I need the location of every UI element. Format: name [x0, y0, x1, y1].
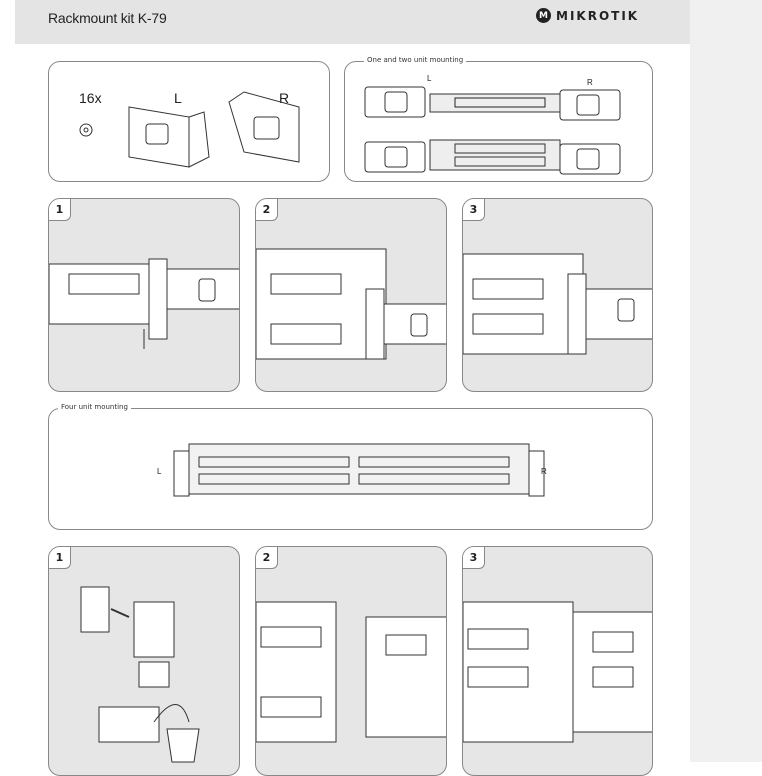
four-unit-illustration [173, 443, 545, 497]
one-two-left-label: L [427, 74, 432, 83]
one-two-right-label: R [587, 78, 593, 87]
step-number: 3 [463, 199, 485, 221]
kit-contents-panel: 16x L R [48, 61, 330, 182]
one-two-legend: One and two unit mounting [364, 56, 467, 64]
step-number: 2 [256, 547, 278, 569]
logo-mark-icon: M [536, 8, 551, 23]
page-header [15, 0, 690, 44]
step-a2-illustration [256, 248, 446, 360]
right-margin [690, 0, 762, 762]
step-b1-panel: 1 [48, 546, 240, 776]
step-a1-illustration [49, 258, 239, 349]
step-a3-illustration [463, 253, 652, 355]
step-number: 1 [49, 199, 71, 221]
step-a1-panel: 1 [48, 198, 240, 392]
four-left-label: L [157, 467, 162, 476]
step-b2-illustration [256, 601, 446, 743]
step-a2-panel: 2 [255, 198, 447, 392]
step-number: 3 [463, 547, 485, 569]
left-bracket-label: L [174, 90, 182, 106]
step-number: 2 [256, 199, 278, 221]
one-two-unit-panel: L R [344, 61, 653, 182]
step-b2-panel: 2 [255, 546, 447, 776]
page-title: Rackmount kit K-79 [48, 10, 167, 26]
step-number: 1 [49, 547, 71, 569]
step-b3-panel: 3 [462, 546, 653, 776]
kit-illustration [79, 91, 300, 168]
step-b3-illustration [463, 601, 652, 743]
one-two-illustration [364, 86, 621, 175]
step-b1-illustration [80, 586, 200, 763]
four-legend: Four unit mounting [58, 403, 131, 411]
step-a3-panel: 3 [462, 198, 653, 392]
right-bracket-label: R [279, 90, 290, 106]
screw-count: 16x [79, 90, 102, 106]
four-unit-panel: L R [48, 408, 653, 530]
